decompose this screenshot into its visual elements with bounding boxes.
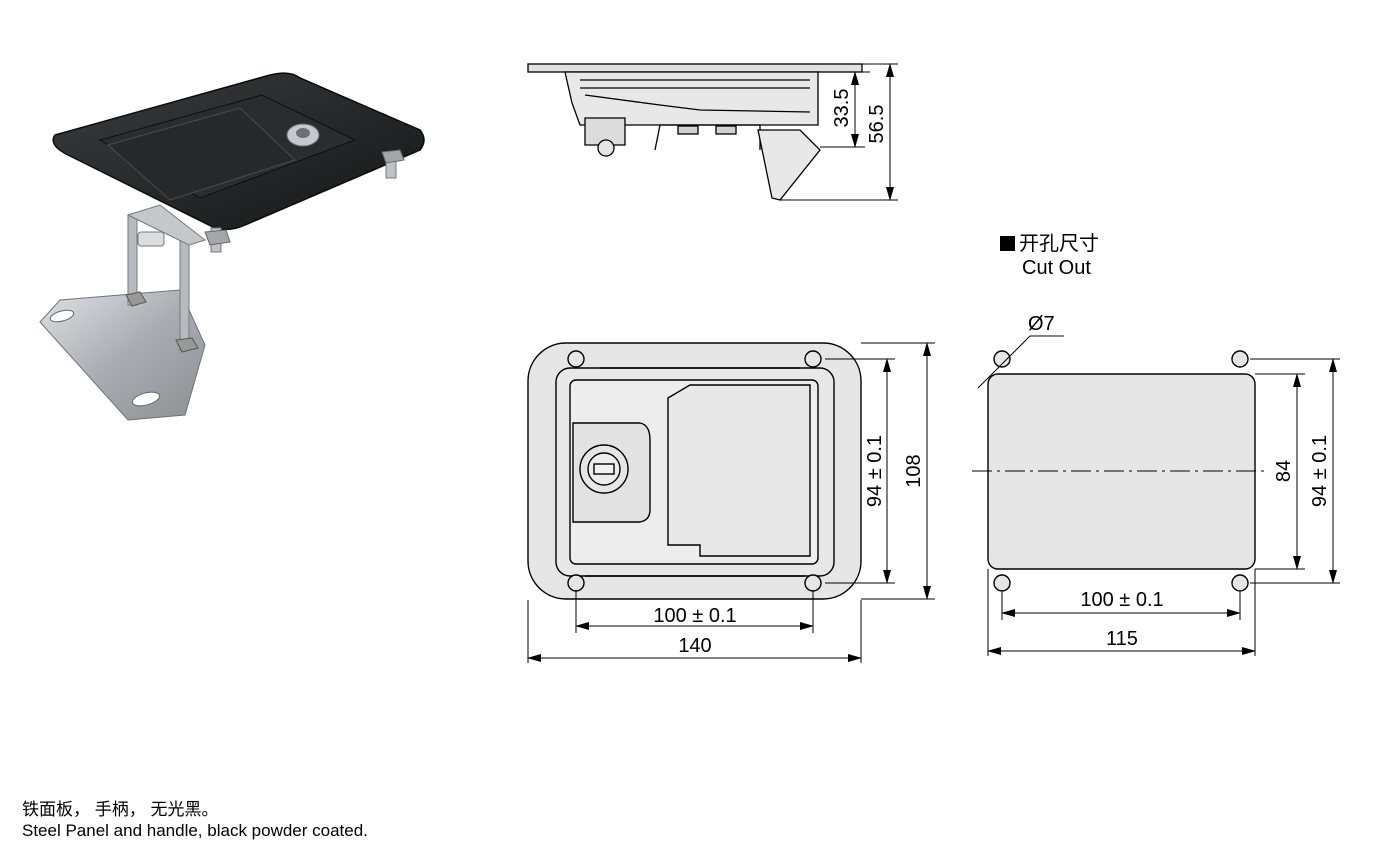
dim-label-94-front: 94 ± 0.1 — [864, 435, 886, 507]
caption-chinese: 铁面板， 手柄， 无光黑。 — [22, 800, 219, 819]
dim-label-115: 115 — [1106, 628, 1138, 650]
cutout-title: 开孔尺寸 Cut Out — [1000, 232, 1099, 280]
cutout-dimensions — [977, 335, 1340, 656]
dim-label-84: 84 — [1273, 460, 1295, 482]
dim-label-33-5: 33.5 — [831, 89, 853, 128]
dim-label-100-cutout: 100 ± 0.1 — [1080, 589, 1163, 611]
latch-paddle — [106, 107, 297, 201]
front-dimensions — [527, 342, 935, 663]
nut-right — [175, 337, 199, 353]
dim-label-hole-dia: Ø7 — [1028, 313, 1055, 335]
nut-left — [125, 291, 147, 307]
caption-english: Steel Panel and handle, black powder coa… — [22, 821, 368, 840]
side-lock-cylinder — [584, 117, 626, 146]
cutout-rect — [987, 373, 1256, 570]
dim-label-108: 108 — [903, 454, 925, 487]
rod-left — [127, 214, 138, 306]
front-view — [527, 342, 862, 600]
leader-hole-dia — [977, 335, 1031, 389]
hole-top-right — [804, 350, 822, 368]
side-bracket — [654, 124, 761, 151]
hole-top-left — [567, 350, 585, 368]
side-dimensions — [780, 63, 898, 201]
cutout-title-en: Cut Out — [1022, 257, 1091, 279]
cutout-hole-br — [1231, 574, 1249, 592]
bracket-slot-right — [131, 391, 161, 407]
dim-label-94-cutout: 94 ± 0.1 — [1309, 435, 1331, 507]
side-view — [527, 63, 863, 201]
cutout-hole-tl — [993, 350, 1011, 368]
front-paddle — [667, 384, 811, 557]
side-flange — [527, 63, 863, 73]
product-3d-illustration — [39, 72, 425, 421]
hole-bottom-right — [804, 574, 822, 592]
bullet-square-icon — [1000, 236, 1015, 251]
hole-bottom-left — [567, 574, 585, 592]
cutout-title-cn: 开孔尺寸 — [1019, 233, 1099, 255]
rod-right — [179, 239, 190, 351]
cutout-view — [972, 350, 1265, 592]
dim-label-100-front: 100 ± 0.1 — [653, 605, 736, 627]
stud-right-nut — [381, 149, 405, 164]
side-cam — [757, 129, 821, 201]
dim-label-140: 140 — [678, 635, 711, 657]
dim-label-56-5: 56.5 — [866, 105, 888, 144]
lock-keyway — [296, 128, 310, 138]
cutout-hole-bl — [993, 574, 1011, 592]
cutout-hole-tr — [1231, 350, 1249, 368]
rod-clip — [137, 231, 165, 247]
rod-bridge — [126, 204, 207, 246]
side-slope — [584, 94, 811, 113]
bracket-slot-left — [49, 309, 75, 323]
stud-left-nut — [204, 229, 231, 246]
